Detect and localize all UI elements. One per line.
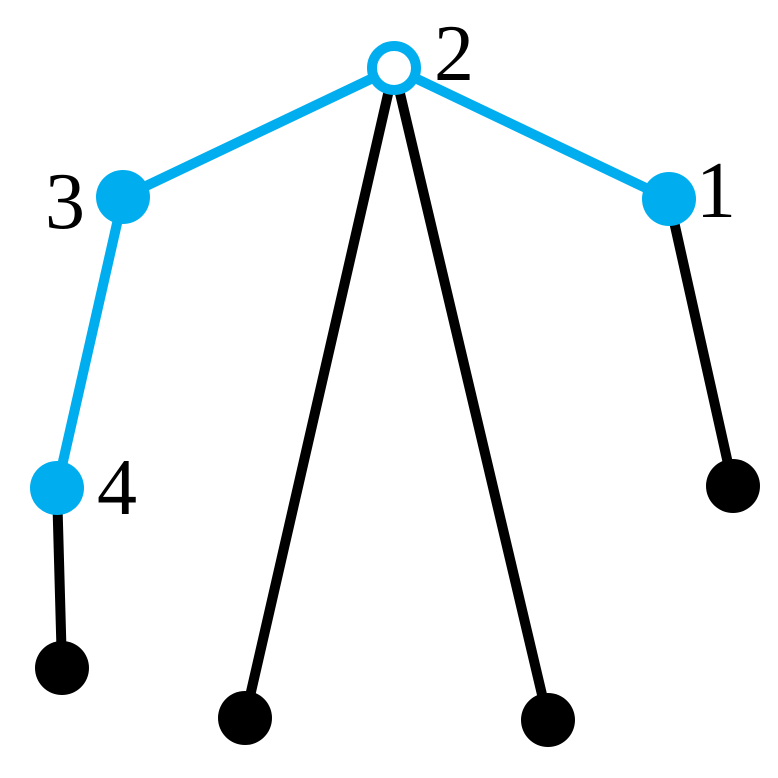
graph-node-n3 <box>96 170 150 224</box>
graph-node-n1 <box>642 172 696 226</box>
node-label-n1: 1 <box>696 147 736 235</box>
graph-edge-n4-leaf-left <box>52 487 67 669</box>
node-label-n4: 4 <box>97 444 137 532</box>
labels-layer: 2 3 1 4 <box>45 10 736 532</box>
edges-layer <box>52 63 738 722</box>
nodes-layer <box>30 41 760 747</box>
graph-node-n4 <box>30 461 84 515</box>
graph-edge-n2-n1 <box>391 63 672 204</box>
graph-node-leaf-mid-left <box>218 691 272 745</box>
graph-node-leaf-mid-right <box>521 693 575 747</box>
graph-edge-n2-leaf-mid-right <box>389 66 553 722</box>
graph-node-leaf-left <box>35 641 89 695</box>
graph-edge-n2-n3 <box>120 63 397 202</box>
node-label-n3: 3 <box>45 158 85 246</box>
node-label-n2: 2 <box>434 10 474 98</box>
graph-node-leaf-right <box>706 459 760 513</box>
graph-edge-n1-leaf-right <box>664 197 738 488</box>
graph-node-open-n2 <box>367 41 421 95</box>
graph-edge-n2-leaf-mid-left <box>240 66 399 720</box>
graph-edge-n3-n4 <box>52 195 128 490</box>
